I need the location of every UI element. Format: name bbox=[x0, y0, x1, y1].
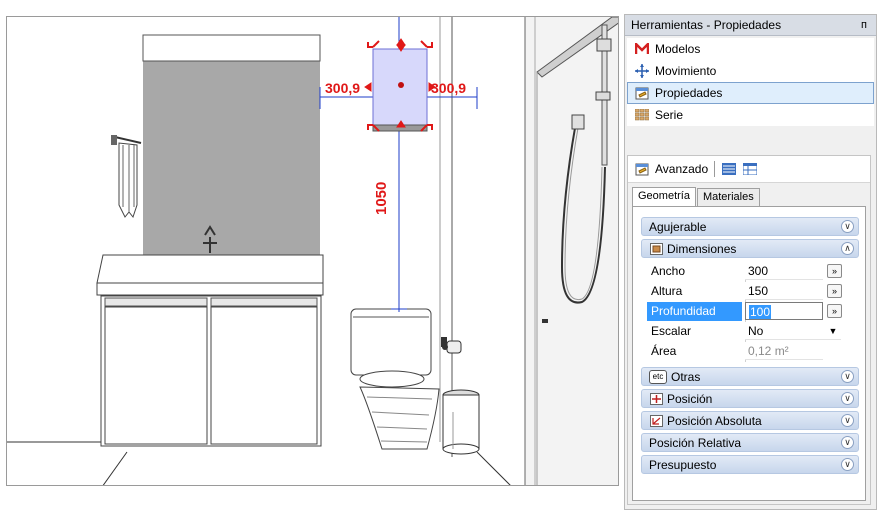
dimension-vertical-label: 1050 bbox=[373, 181, 390, 215]
advanced-toolbar: Avanzado bbox=[628, 156, 870, 183]
property-tabs: Geometría Materiales bbox=[632, 187, 761, 210]
tab-materials[interactable]: Materiales bbox=[696, 188, 760, 208]
nav-item-series[interactable]: Serie bbox=[627, 104, 874, 126]
chevron-down-icon[interactable]: ∨ bbox=[841, 220, 854, 233]
property-label: Ancho bbox=[651, 264, 686, 278]
altura-more-button[interactable]: » bbox=[827, 284, 842, 298]
chevron-down-icon[interactable]: ∨ bbox=[841, 392, 854, 405]
property-label: Área bbox=[651, 344, 677, 358]
section-presupuesto[interactable]: Presupuesto ∨ bbox=[641, 455, 859, 474]
property-label: Altura bbox=[651, 284, 683, 298]
table-view-icon[interactable] bbox=[742, 161, 758, 177]
section-label: Presupuesto bbox=[649, 457, 717, 472]
section-posicion-absoluta[interactable]: Posición Absoluta ∨ bbox=[641, 411, 859, 430]
dimension-right-label: 300,9 bbox=[431, 80, 467, 96]
nav-item-models[interactable]: Modelos bbox=[627, 38, 874, 60]
panel-title: Herramientas - Propiedades bbox=[631, 18, 782, 32]
altura-value[interactable]: 150 bbox=[745, 282, 823, 300]
dimensions-icon bbox=[649, 242, 663, 255]
property-row-altura: Altura 150 » bbox=[647, 282, 860, 301]
chevron-down-icon[interactable]: ∨ bbox=[841, 414, 854, 427]
tool-nav: Modelos Movimiento Propiedades Serie bbox=[627, 38, 874, 126]
chevron-down-icon[interactable]: ∨ bbox=[841, 370, 854, 383]
dimension-left-label: 300,9 bbox=[325, 80, 361, 96]
nav-item-label: Modelos bbox=[655, 42, 701, 56]
series-icon bbox=[634, 107, 650, 123]
nav-item-label: Movimiento bbox=[655, 64, 717, 78]
section-label: Otras bbox=[671, 369, 701, 384]
nav-item-label: Serie bbox=[655, 108, 684, 122]
section-label: Posición bbox=[667, 391, 713, 406]
geometry-tab-body: Agujerable ∨ Dimensiones ∧ Ancho 300 » A… bbox=[632, 206, 866, 501]
property-row-escalar: Escalar No ▼ bbox=[647, 322, 860, 341]
toolbar-separator bbox=[714, 161, 716, 177]
selected-text: 100 bbox=[749, 305, 772, 319]
section-label: Posición Absoluta bbox=[667, 413, 762, 428]
chevron-up-icon[interactable]: ∧ bbox=[841, 242, 854, 255]
chevron-down-icon[interactable]: ▼ bbox=[828, 326, 838, 336]
section-posicion[interactable]: Posición ∨ bbox=[641, 389, 859, 408]
advanced-label[interactable]: Avanzado bbox=[655, 162, 709, 176]
categorized-view-icon[interactable] bbox=[721, 161, 737, 177]
profundidad-input[interactable]: 100 bbox=[745, 302, 823, 320]
section-label: Agujerable bbox=[649, 219, 707, 234]
advanced-properties-box: Avanzado Geometría Materiales Agujerable… bbox=[627, 155, 871, 505]
escalar-select[interactable]: No bbox=[745, 322, 841, 340]
bathroom-scene bbox=[7, 17, 618, 485]
nav-item-movement[interactable]: Movimiento bbox=[627, 60, 874, 82]
section-otras[interactable]: etc Otras ∨ bbox=[641, 367, 859, 386]
property-label: Escalar bbox=[651, 324, 692, 338]
property-row-area: Área 0,12 m² bbox=[647, 342, 860, 361]
design-viewport[interactable]: 300,9 300,9 1050 bbox=[6, 16, 619, 486]
nav-item-properties[interactable]: Propiedades bbox=[627, 82, 874, 104]
property-row-profundidad: Profundidad 100 » bbox=[647, 302, 860, 321]
profundidad-more-button[interactable]: » bbox=[827, 304, 842, 318]
area-value: 0,12 m² bbox=[745, 342, 823, 360]
ancho-value[interactable]: 300 bbox=[745, 262, 823, 280]
chevron-down-icon[interactable]: ∨ bbox=[841, 458, 854, 471]
properties-icon bbox=[634, 85, 650, 101]
move-icon bbox=[634, 63, 650, 79]
section-label: Posición Relativa bbox=[649, 435, 742, 450]
section-label: Dimensiones bbox=[667, 241, 737, 256]
section-posicion-relativa[interactable]: Posición Relativa ∨ bbox=[641, 433, 859, 452]
property-label: Profundidad bbox=[647, 302, 742, 321]
position-icon bbox=[649, 392, 663, 405]
tab-geometry[interactable]: Geometría bbox=[632, 187, 696, 209]
properties-icon bbox=[634, 161, 650, 177]
ancho-more-button[interactable]: » bbox=[827, 264, 842, 278]
section-dimensiones[interactable]: Dimensiones ∧ bbox=[641, 239, 859, 258]
section-agujerable[interactable]: Agujerable ∨ bbox=[641, 217, 859, 236]
nav-item-label: Propiedades bbox=[655, 86, 723, 100]
tools-properties-panel: Herramientas - Propiedades ᴨ Modelos Mov… bbox=[624, 14, 877, 510]
models-icon bbox=[634, 41, 650, 57]
etc-icon: etc bbox=[649, 369, 667, 384]
chevron-down-icon[interactable]: ∨ bbox=[841, 436, 854, 449]
absolute-position-icon bbox=[649, 414, 663, 427]
pin-icon[interactable]: ᴨ bbox=[861, 19, 867, 31]
property-row-ancho: Ancho 300 » bbox=[647, 262, 860, 281]
panel-title-bar: Herramientas - Propiedades ᴨ bbox=[625, 15, 876, 36]
